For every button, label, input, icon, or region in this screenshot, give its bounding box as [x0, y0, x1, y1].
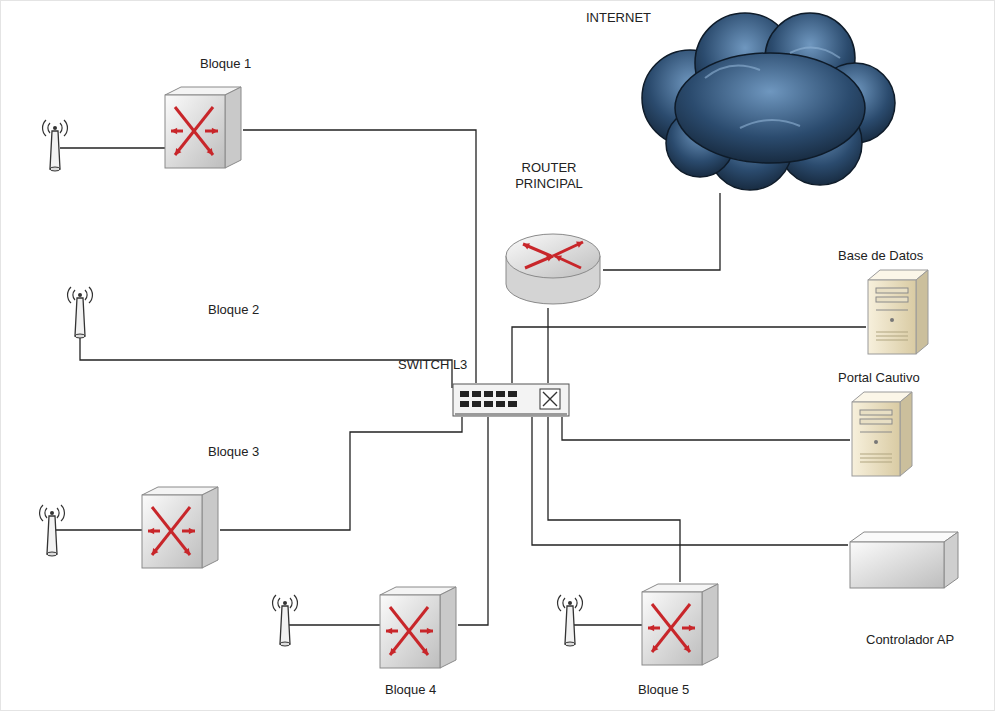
network-link [532, 417, 848, 545]
network-link [220, 417, 462, 530]
node-label: Bloque 4 [385, 682, 436, 698]
node-label: Bloque 1 [200, 56, 251, 72]
node-label: Base de Datos [838, 248, 923, 264]
server-node: Base de Datos [866, 268, 930, 356]
network-link [603, 193, 720, 270]
switch-node: Bloque 1 [163, 85, 243, 170]
controller-node: Controlador AP [848, 530, 960, 590]
network-link [512, 327, 866, 383]
l3-switch-node: SWITCH L3 [452, 383, 570, 417]
node-label: Controlador AP [866, 632, 954, 648]
network-link [243, 130, 476, 383]
network-link [458, 417, 488, 625]
antenna [40, 505, 65, 556]
network-link [548, 308, 549, 383]
switch-node: Bloque 3 [140, 485, 220, 570]
cloud-node: INTERNET [630, 8, 900, 193]
antenna [558, 595, 583, 646]
network-link [548, 417, 680, 582]
node-label: Bloque 5 [638, 682, 689, 698]
network-link [562, 417, 850, 440]
antenna [43, 120, 68, 171]
router-node: ROUTER PRINCIPAL [503, 228, 603, 308]
node-label: SWITCH L3 [398, 357, 467, 373]
antenna [273, 595, 298, 646]
switch-node: Bloque 4 [378, 585, 458, 670]
block-label: Bloque 2 [208, 302, 259, 318]
node-label: INTERNET [586, 10, 651, 26]
node-label: Portal Cautivo [838, 370, 920, 386]
antenna [68, 287, 93, 338]
antenna-links [55, 148, 642, 625]
node-label: ROUTER PRINCIPAL [503, 160, 595, 192]
server-node: Portal Cautivo [850, 390, 914, 478]
node-label: Bloque 3 [208, 444, 259, 460]
switch-node: Bloque 5 [640, 582, 720, 667]
